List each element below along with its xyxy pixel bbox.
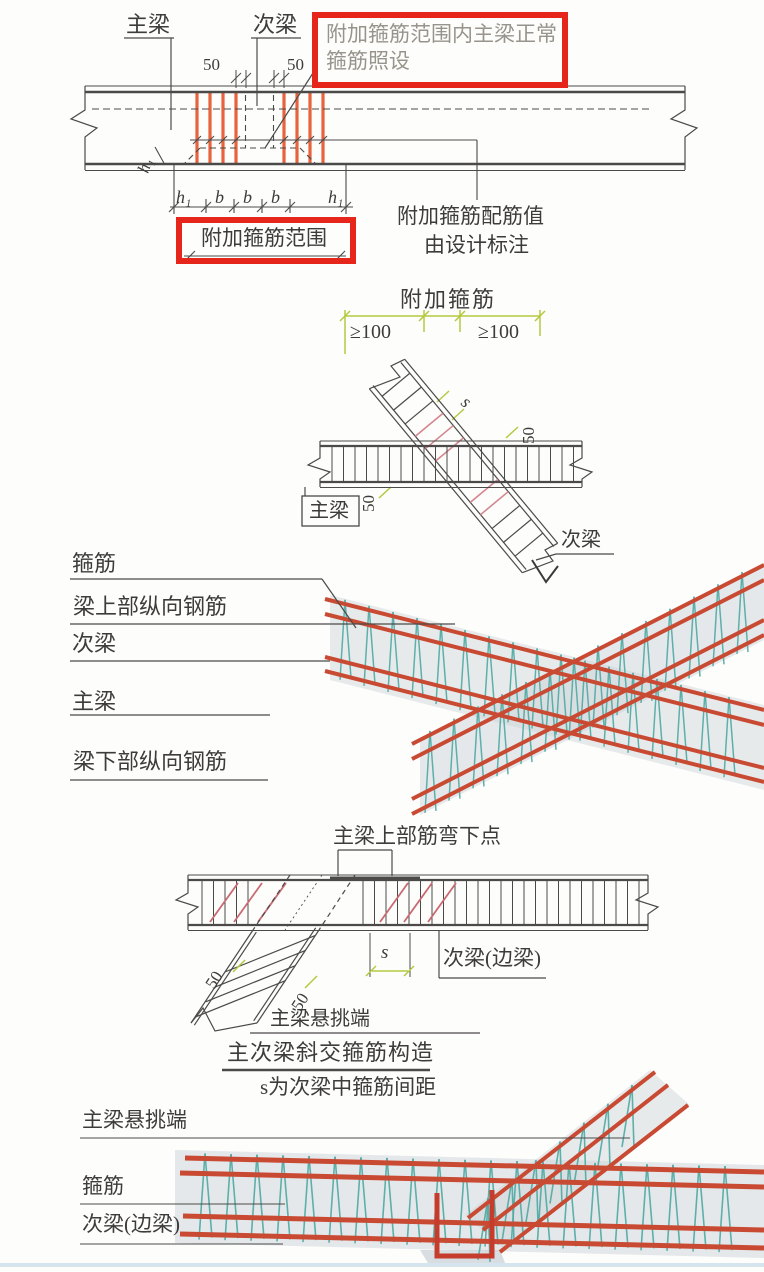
- fig3-bottom-bars-label: 梁下部纵向钢筋: [73, 749, 228, 774]
- fig1-dim-50-left: 50: [203, 55, 220, 74]
- fig2-dim-ge100-right: ≥100: [478, 321, 519, 343]
- fig4-bend-point-label: 主梁上部筋弯下点: [333, 824, 501, 848]
- fig1-dim-b-c: b: [271, 187, 280, 207]
- fig5-leaders: [80, 1137, 630, 1245]
- fig5-3d-cantilever: [0, 1070, 764, 1267]
- fig4-caption-sub: s为次梁中箍筋间距: [260, 1075, 437, 1099]
- fig1-range-highlight-box: 附加箍筋范围: [176, 217, 356, 264]
- fig5-secondary-beam-label: 次梁(边梁): [82, 1212, 180, 1236]
- fig1-main-beam-label: 主梁: [126, 12, 171, 37]
- fig2-title: 附加箍筋: [400, 287, 497, 312]
- fig4-s-dimension: [365, 933, 415, 977]
- fig2-secondary-beam: [368, 358, 559, 574]
- fig1-range-label: 附加箍筋范围: [201, 226, 327, 250]
- fig1-highlight-note-box: 附加箍筋范围内主梁正常 箍筋照设: [312, 12, 568, 88]
- fig2-secondary-stirrups: [381, 372, 544, 557]
- fig1-break-left: [69, 86, 99, 170]
- fig4-red-skew-stirrups: [209, 882, 457, 923]
- fig5-longitudinal-bars: [179, 1070, 764, 1254]
- bottom-divider: [0, 1263, 764, 1267]
- fig1-additional-stirrups: [192, 93, 328, 163]
- fig4-break-left: [174, 875, 200, 930]
- fig1-dim50-ticks: [230, 70, 290, 88]
- fig1-dim-b-b: b: [243, 187, 252, 207]
- fig1-dim-h1-side: h₁: [134, 156, 157, 176]
- fig3-main-beam-label: 主梁: [72, 689, 117, 714]
- fig4-break-bottom: [190, 1006, 258, 1032]
- fig4-beam-stirrups: [201, 880, 640, 925]
- fig1-dim-h1-b: h₁: [328, 187, 343, 207]
- fig1-dim-b-a: b: [215, 187, 224, 207]
- fig2-green-dims: [339, 310, 546, 499]
- fig3-top-bars-label: 梁上部纵向钢筋: [73, 594, 228, 619]
- fig1-notebox-leader: [264, 72, 314, 149]
- fig1-secondary-beam-label: 次梁: [253, 12, 298, 37]
- fig2-dim-ge100-left: ≥100: [350, 321, 391, 343]
- fig3-longitudinal-bars: [324, 563, 764, 816]
- fig1-note-line2: 箍筋照设: [326, 49, 410, 73]
- fig3-break-mark: [531, 559, 559, 584]
- fig3-3d-intersection: [70, 559, 764, 816]
- fig5-red-stirrup-frame: [434, 1190, 495, 1259]
- fig5-stirrup-label: 箍筋: [82, 1174, 124, 1198]
- fig4-diagonal-stirrups: [195, 934, 316, 1018]
- fig4-dim-50-a: 50: [201, 968, 226, 993]
- fig2-dim-s: s: [457, 392, 475, 412]
- fig4-dim-s-label: s: [381, 942, 389, 963]
- fig1-break-right: [669, 86, 699, 170]
- fig4-cantilever-label: 主梁悬挑端: [270, 1008, 370, 1030]
- fig3-secondary-beam-label: 次梁: [72, 631, 117, 656]
- fig1-bottom-dimension: [168, 165, 353, 214]
- fig3-leaders: [70, 578, 455, 781]
- fig1-note-value-line2: 由设计标注: [424, 233, 529, 257]
- fig1-note-line1: 附加箍筋范围内主梁正常: [326, 22, 557, 46]
- fig5-cantilever-label: 主梁悬挑端: [82, 1108, 187, 1132]
- fig1-dim-50-right: 50: [287, 55, 304, 74]
- fig5-stirrup-ties: [198, 1084, 733, 1262]
- fig3-stirrup-label: 箍筋: [72, 551, 117, 576]
- fig2-skew-plan: [301, 310, 614, 574]
- fig2-break-left: [306, 441, 332, 487]
- fig2-dim-50-lower: 50: [359, 495, 378, 512]
- fig2-main-beam-stirrups: [331, 447, 574, 482]
- fig2-break-right: [568, 441, 594, 487]
- fig1-note-value-line1: 附加箍筋配筋值: [397, 204, 544, 228]
- fig2-main-beam-label: 主梁: [309, 500, 349, 522]
- fig4-diagonal-beam: [190, 874, 356, 1032]
- fig4-skew-section: [174, 849, 660, 1072]
- fig2-main-beam-tag: [301, 495, 360, 527]
- fig4-caption-title: 主次梁斜交箍筋构造: [227, 1040, 435, 1065]
- fig1-secondary-beam-dashed: [183, 95, 317, 165]
- fig4-break-right: [634, 875, 660, 930]
- fig1-dim-h1-a: h₁: [176, 187, 191, 207]
- fig4-secondary-beam-label: 次梁(边梁): [443, 946, 541, 970]
- fig2-secondary-beam-label: 次梁: [561, 529, 601, 551]
- fig2-dim-50-upper: 50: [519, 427, 538, 444]
